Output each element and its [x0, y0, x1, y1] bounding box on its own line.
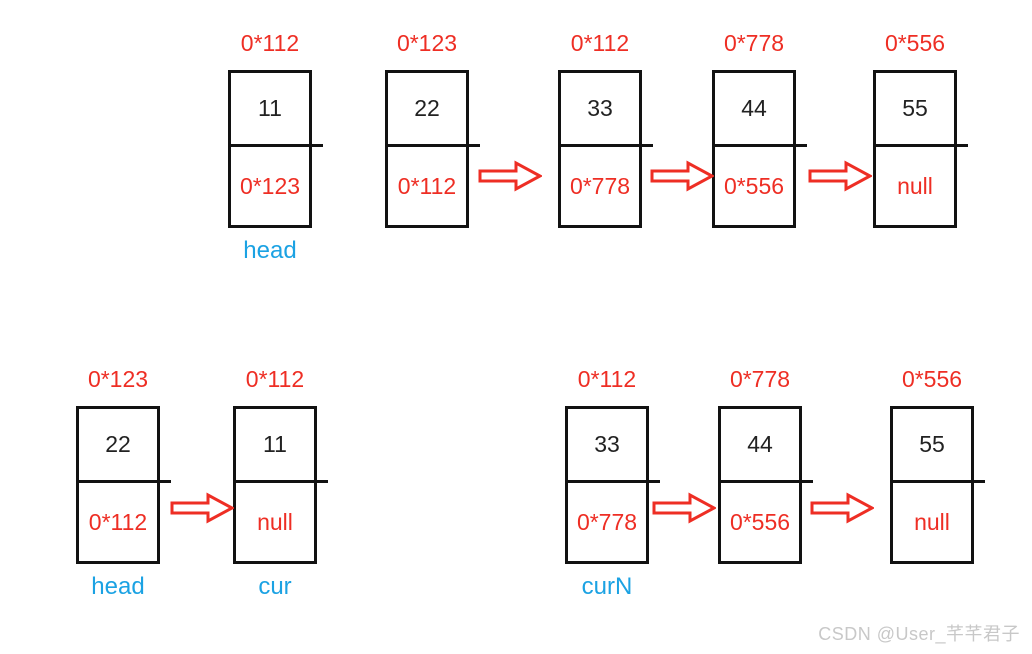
node-box: 22 0*112 [76, 406, 171, 564]
arrow-right-icon [650, 160, 716, 192]
node-label: curN [581, 573, 633, 600]
node-next-pointer: 0*112 [88, 508, 148, 535]
list-node: 0*123 22 0*112 head [76, 366, 171, 601]
node-address: 0*112 [577, 366, 637, 392]
node-value: 11 [231, 73, 309, 147]
node-box: 11 0*123 [228, 70, 323, 228]
node-next-pointer: null [897, 172, 933, 199]
node-label: head [243, 237, 297, 264]
divider-tick [971, 480, 985, 483]
node-value: 33 [561, 73, 639, 147]
node-address: 0*112 [240, 30, 300, 56]
next-arrow-icon [478, 160, 544, 192]
node-box: 55 null [890, 406, 985, 564]
list-node: 0*112 11 null cur [233, 366, 328, 601]
divider-tick [157, 480, 171, 483]
node-address: 0*112 [245, 366, 305, 392]
node-address: 0*778 [723, 30, 785, 56]
list-node: 0*556 55 null [873, 30, 968, 237]
next-arrow-icon [170, 492, 236, 524]
node-next-pointer: 0*778 [576, 508, 638, 535]
node-value: 33 [568, 409, 646, 483]
node-value: 11 [236, 409, 314, 483]
node-box: 33 0*778 [565, 406, 660, 564]
node-label: cur [258, 573, 292, 600]
next-arrow-icon [652, 492, 718, 524]
node-next-pointer: null [914, 508, 950, 535]
divider-tick [309, 144, 323, 147]
list-node: 0*778 44 0*556 [718, 366, 813, 573]
node-box: 44 0*556 [712, 70, 807, 228]
node-label: head [91, 573, 145, 600]
node-box: 33 0*778 [558, 70, 653, 228]
node-value: 55 [876, 73, 954, 147]
divider-tick [639, 144, 653, 147]
list-node: 0*556 55 null [890, 366, 985, 573]
divider-tick [314, 480, 328, 483]
list-node: 0*112 33 0*778 curN [565, 366, 660, 601]
divider-tick [793, 144, 807, 147]
divider-tick [466, 144, 480, 147]
node-address: 0*112 [570, 30, 630, 56]
node-address: 0*556 [901, 366, 963, 392]
arrow-right-icon [170, 492, 236, 524]
node-next-pointer: 0*123 [239, 172, 301, 199]
list-node: 0*123 22 0*112 [385, 30, 480, 237]
node-value: 22 [79, 409, 157, 483]
divider-tick [799, 480, 813, 483]
node-address: 0*123 [87, 366, 149, 392]
node-value: 44 [721, 409, 799, 483]
node-next-pointer: 0*112 [397, 172, 457, 199]
csdn-watermark: CSDN @User_芊芊君子 [818, 624, 1020, 644]
node-next-pointer: 0*556 [729, 508, 791, 535]
list-node: 0*112 33 0*778 [558, 30, 653, 237]
arrow-right-icon [652, 492, 718, 524]
node-box: 44 0*556 [718, 406, 813, 564]
node-address: 0*123 [396, 30, 458, 56]
next-arrow-icon [808, 160, 874, 192]
node-address: 0*556 [884, 30, 946, 56]
arrow-right-icon [810, 492, 876, 524]
list-node: 0*112 11 0*123 head [228, 30, 323, 265]
arrow-right-icon [478, 160, 544, 192]
node-value: 22 [388, 73, 466, 147]
next-arrow-icon [810, 492, 876, 524]
node-next-pointer: 0*778 [569, 172, 631, 199]
node-box: 22 0*112 [385, 70, 480, 228]
node-box: 11 null [233, 406, 328, 564]
node-address: 0*778 [729, 366, 791, 392]
node-value: 44 [715, 73, 793, 147]
divider-tick [954, 144, 968, 147]
node-value: 55 [893, 409, 971, 483]
divider-tick [646, 480, 660, 483]
next-arrow-icon [650, 160, 716, 192]
node-next-pointer: 0*556 [723, 172, 785, 199]
node-box: 55 null [873, 70, 968, 228]
arrow-right-icon [808, 160, 874, 192]
node-next-pointer: null [257, 508, 293, 535]
list-node: 0*778 44 0*556 [712, 30, 807, 237]
